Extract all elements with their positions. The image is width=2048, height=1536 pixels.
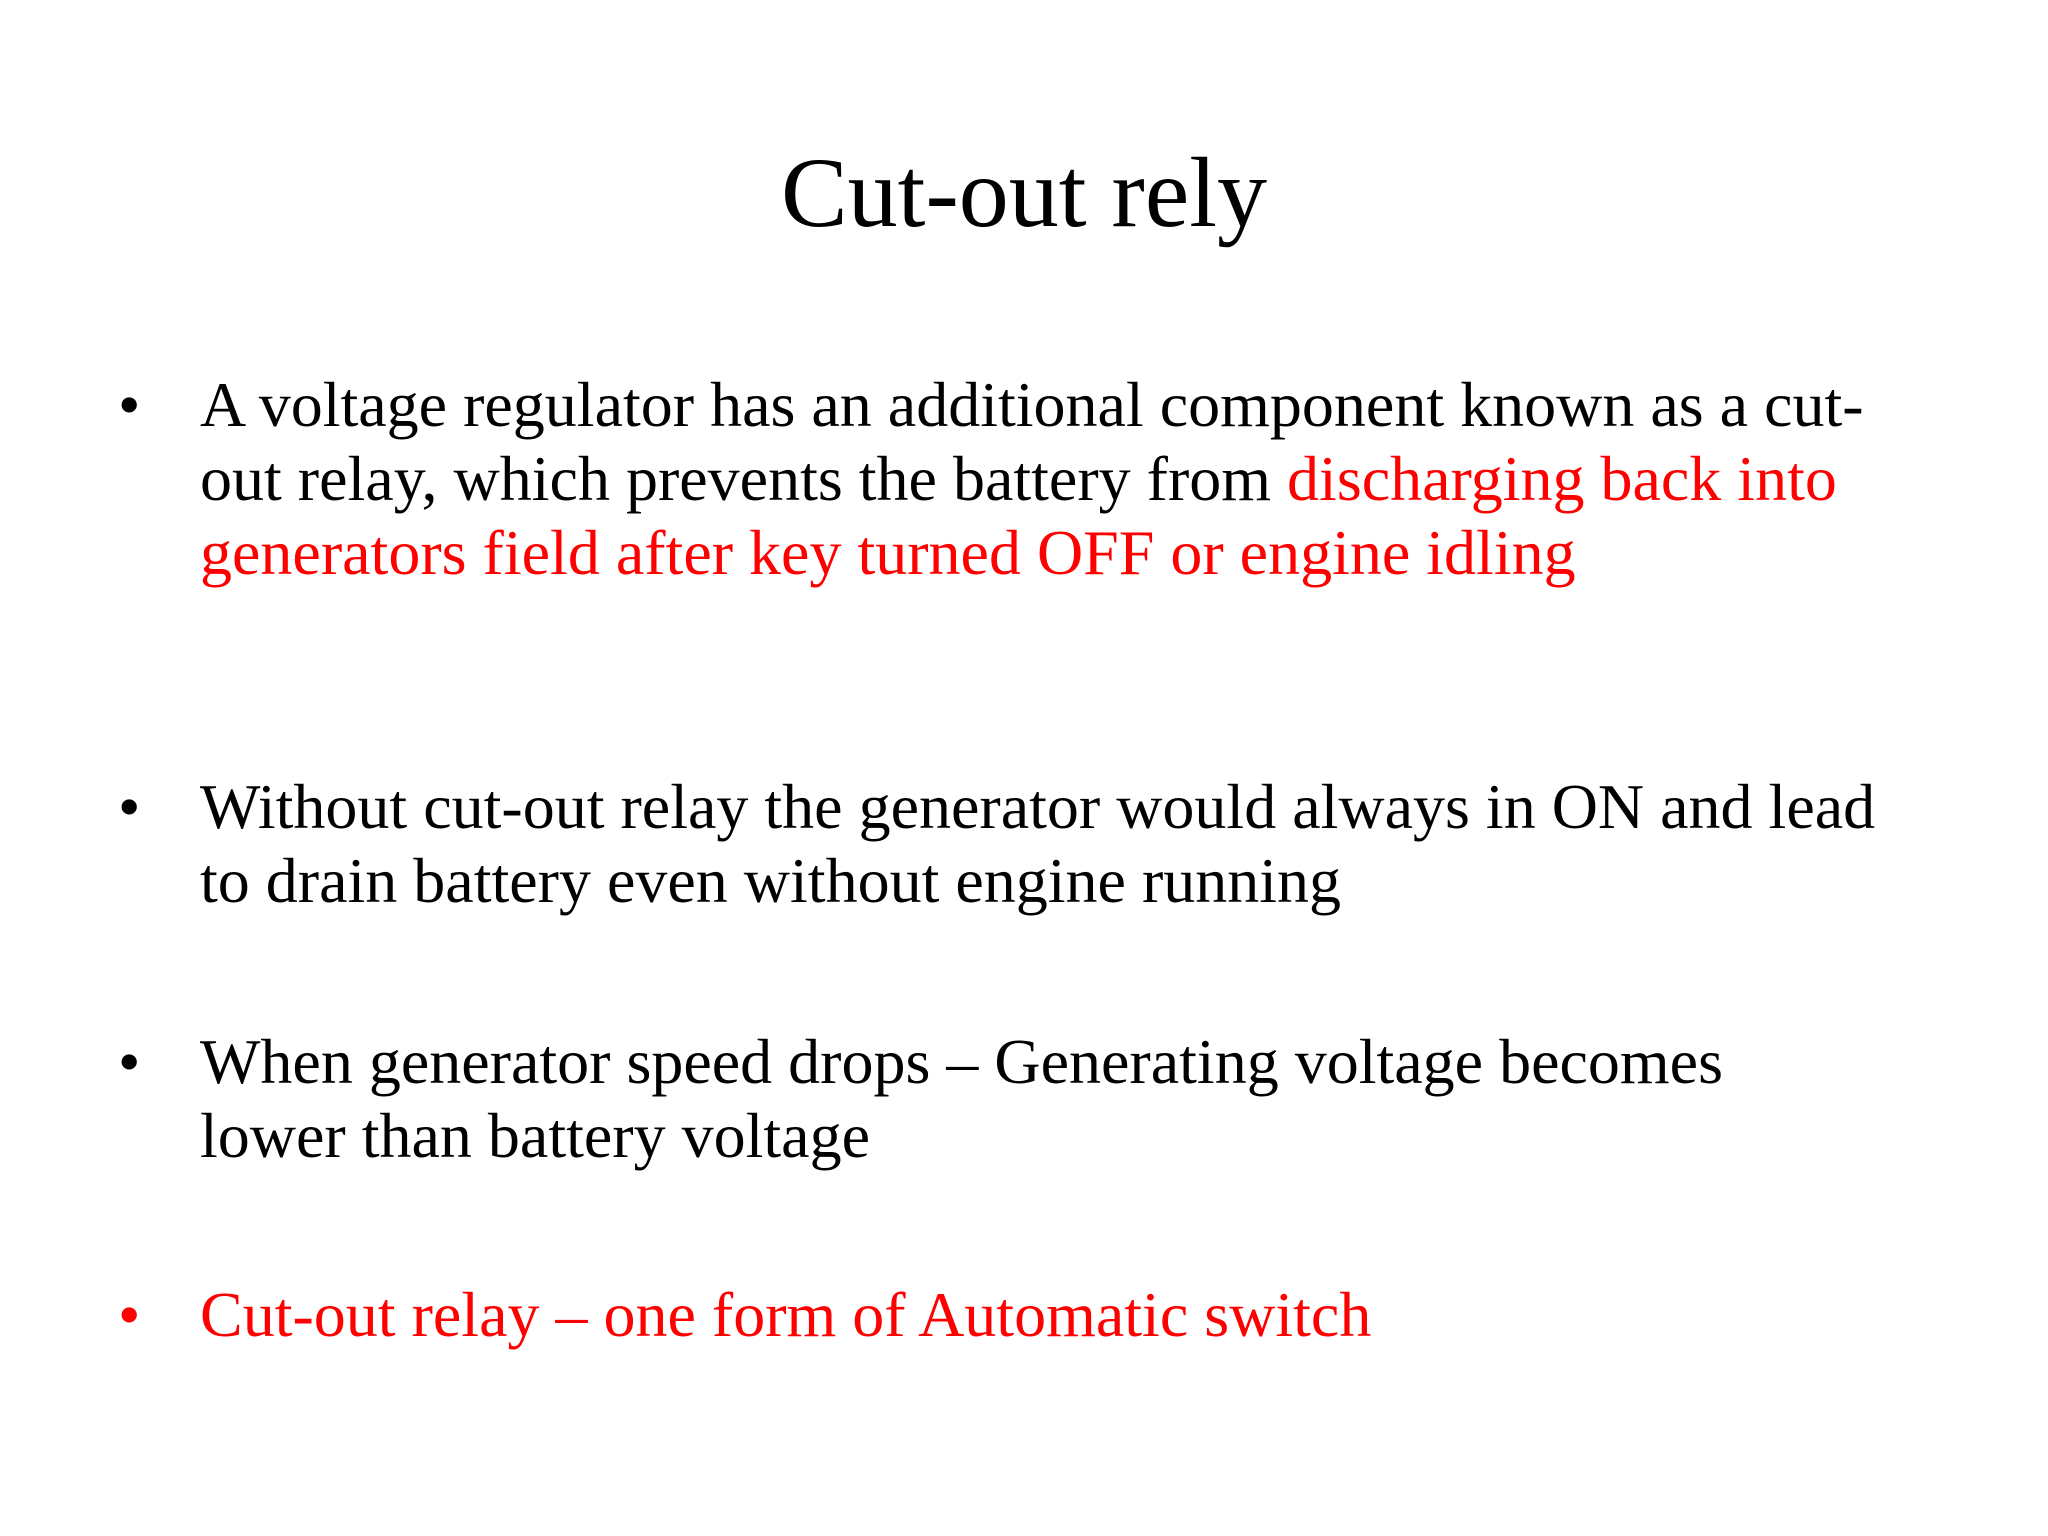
bullet-text: A voltage regulator has an additional co… (200, 369, 1864, 514)
bullet-item-generator-speed-drops: • When generator speed drops – Generatin… (118, 1025, 1880, 1173)
bullet-text-emphasis: discharging back into generators field a… (200, 443, 1837, 588)
bullet-text-emphasis: Cut-out relay – one form of Automatic sw… (200, 1279, 1372, 1350)
bullet-text: When generator speed drops – Generating … (200, 1026, 1723, 1171)
bullet-item-cutout-relay-definition: • A voltage regulator has an additional … (118, 368, 1880, 590)
bullet-marker: • (118, 771, 141, 842)
bullet-marker: • (118, 1026, 141, 1097)
bullet-text: Without cut-out relay the generator woul… (200, 771, 1876, 916)
bullet-marker: • (118, 1279, 141, 1350)
bullet-item-automatic-switch: • Cut-out relay – one form of Automatic … (118, 1278, 1880, 1352)
slide-title: Cut-out rely (780, 137, 1268, 248)
bullet-item-without-cutout-relay: • Without cut-out relay the generator wo… (118, 770, 1880, 918)
bullet-marker: • (118, 369, 141, 440)
